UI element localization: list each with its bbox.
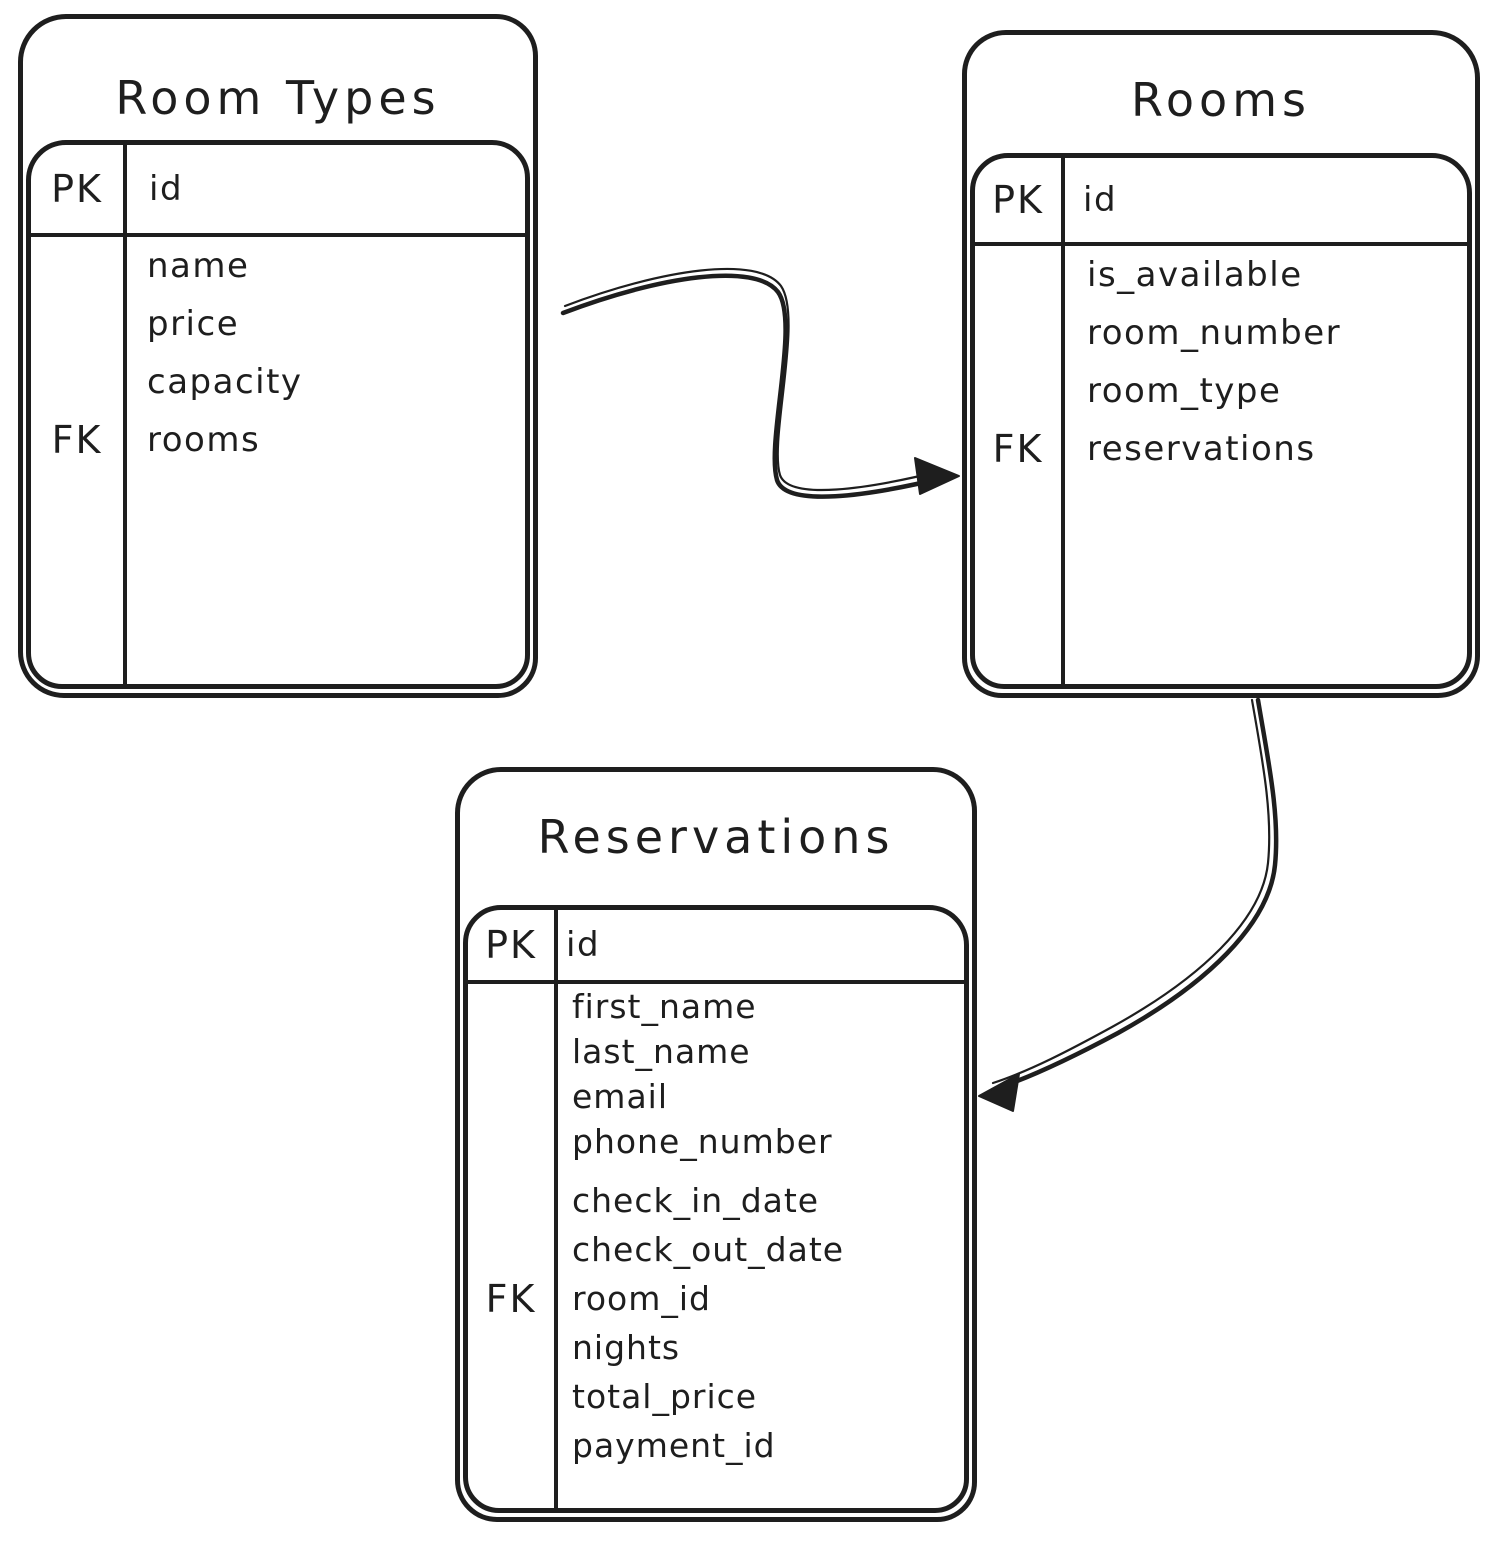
pk-row-divider [468,980,964,984]
fk-badge: FK [485,1276,537,1321]
pk-row: PK id [468,910,964,980]
arrow-line-sketch [563,267,943,492]
key-column-divider [554,910,558,1508]
table-title: Room Types [115,71,441,125]
field-last_name: last_name [572,1032,751,1071]
arrow-room-types-to-rooms [560,267,960,499]
key-column-divider [123,145,127,684]
arrowhead-icon [978,1073,1020,1112]
field-total_price: total_price [572,1377,758,1416]
pk-row-divider [975,242,1467,246]
pk-row: PK id [31,145,525,233]
table-body: PK id is_available room_number room_type… [970,153,1472,689]
pk-field: id [149,169,184,209]
field-email: email [572,1077,669,1116]
field-room_id: room_id [572,1279,711,1318]
pk-badge: PK [485,923,537,967]
table-title: Rooms [1131,73,1311,127]
table-reservations: Reservations PK id first_name last_name … [455,767,977,1522]
field-price: price [147,304,240,344]
table-body: PK id name price capacity rooms FK [26,140,530,689]
arrow-rooms-to-reservations [978,697,1279,1112]
arrowhead-icon [914,457,960,495]
key-column-divider [1061,158,1065,684]
field-name: name [147,246,250,286]
pk-row: PK id [975,158,1467,242]
field-first_name: first_name [572,987,757,1026]
pk-row-divider [31,233,525,237]
fk-badge: FK [992,427,1044,471]
field-capacity: capacity [147,362,303,402]
field-list: name price capacity rooms [127,237,525,469]
pk-field: id [1083,180,1118,220]
field-phone_number: phone_number [572,1122,833,1161]
field-nights: nights [572,1328,681,1367]
table-title: Reservations [537,810,895,864]
field-rooms: rooms [147,420,261,460]
arrow-line [560,273,946,499]
pk-badge: PK [51,167,103,211]
arrow-line [992,697,1279,1092]
field-list: is_available room_number room_type reser… [1065,246,1467,478]
field-is_available: is_available [1087,255,1303,295]
pk-field: id [566,925,601,965]
field-list: first_name last_name email phone_number … [558,984,964,1470]
arrow-line-sketch [991,698,1271,1085]
field-room_type: room_type [1087,371,1282,411]
pk-badge: PK [992,178,1044,222]
field-payment_id: payment_id [572,1426,776,1465]
field-check_in_date: check_in_date [572,1181,820,1220]
field-reservations: reservations [1087,429,1316,469]
table-room-types: Room Types PK id name price capacity roo… [18,14,538,698]
table-body: PK id first_name last_name email phone_n… [463,905,969,1513]
table-rooms: Rooms PK id is_available room_number roo… [962,30,1480,698]
fk-badge: FK [51,418,103,462]
field-check_out_date: check_out_date [572,1230,845,1269]
field-room_number: room_number [1087,313,1342,353]
